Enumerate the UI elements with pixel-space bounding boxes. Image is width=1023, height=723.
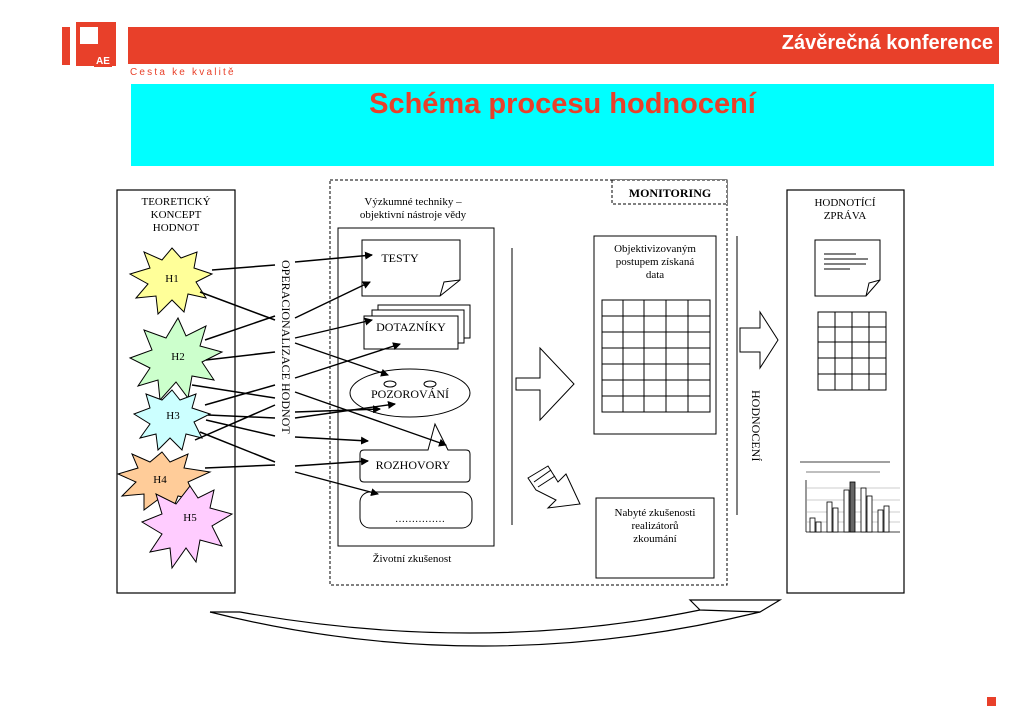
experience-arrow xyxy=(527,465,581,509)
data-box-line2: postupem získaná xyxy=(616,256,695,268)
report-label-line2: ZPRÁVA xyxy=(824,210,867,222)
techniques-header-line1: Výzkumné techniky – xyxy=(364,196,462,208)
techniques-header-line2: objektivní nástroje vědy xyxy=(360,209,467,221)
hypothesis-links xyxy=(191,264,276,469)
feedback-arrow-inner xyxy=(239,609,701,634)
experience-box-line3: zkoumání xyxy=(633,533,676,545)
h3-star xyxy=(132,389,212,452)
corner-marker xyxy=(987,697,996,706)
other-technique-label: …………… xyxy=(395,514,445,525)
feedback-arrow-outer xyxy=(209,611,761,647)
dotazniky-label: DOTAZNÍKY xyxy=(376,320,446,334)
data-box-line1: Objektivizovaným xyxy=(614,243,696,255)
h5-label: H5 xyxy=(183,512,197,524)
eye-icon xyxy=(383,380,397,388)
h1-star xyxy=(128,247,214,316)
h5-star xyxy=(140,485,234,570)
operationalization-label: OPERACIONALIZACE HODNOT xyxy=(279,260,293,434)
other-technique-shape xyxy=(359,491,473,529)
header-bar xyxy=(128,27,999,64)
logo-p-counter xyxy=(80,27,98,44)
data-table-grid xyxy=(601,299,711,413)
monitoring-tab xyxy=(611,179,728,205)
report-label-line1: HODNOTÍCÍ xyxy=(814,197,875,209)
flow-arrow xyxy=(515,346,575,422)
logo-bar xyxy=(62,27,70,65)
report-table-grid xyxy=(817,311,887,391)
experience-box-line2: realizátorů xyxy=(631,520,679,532)
testy-label: TESTY xyxy=(381,251,419,265)
theory-label-line3: HODNOT xyxy=(153,222,200,234)
testy-shape xyxy=(361,239,461,297)
conference-title: Závěrečná konference xyxy=(781,32,993,54)
dotazniky-shape xyxy=(363,315,459,350)
h2-label: H2 xyxy=(171,351,184,363)
report-chart-icon xyxy=(800,461,900,533)
evaluation-arrow xyxy=(739,310,779,370)
rozhovory-label: ROZHOVORY xyxy=(376,458,451,472)
logo-text: AE xyxy=(94,56,112,67)
techniques-region xyxy=(329,179,728,586)
feedback-arrow-head xyxy=(688,599,783,613)
tagline: Cesta ke kvalitě xyxy=(130,67,236,78)
theory-label-line2: KONCEPT xyxy=(151,209,202,221)
report-document-icon xyxy=(814,239,881,297)
pozorovani-label: POZOROVÁNÍ xyxy=(371,387,449,401)
h4-label: H4 xyxy=(153,474,167,486)
h2-star xyxy=(128,316,224,402)
h3-label: H3 xyxy=(166,410,180,422)
data-box xyxy=(593,235,717,435)
life-experience-label: Životní zkušenost xyxy=(373,553,452,565)
h1-label: H1 xyxy=(165,273,178,285)
data-box-line3: data xyxy=(646,269,664,281)
technique-arrows xyxy=(294,251,447,497)
slide-title: Schéma procesu hodnocení xyxy=(369,88,756,120)
experience-box xyxy=(595,497,715,579)
hodnoceni-label: HODNOCENÍ xyxy=(749,390,763,461)
eye-icon xyxy=(423,380,437,388)
experience-box-line1: Nabyté zkušenosti xyxy=(615,507,696,519)
title-band xyxy=(131,84,994,166)
theory-label-line1: TEORETICKÝ xyxy=(141,196,210,208)
pozorovani-shape xyxy=(349,368,471,418)
monitoring-label: MONITORING xyxy=(629,186,711,200)
rozhovory-shape xyxy=(359,422,471,483)
